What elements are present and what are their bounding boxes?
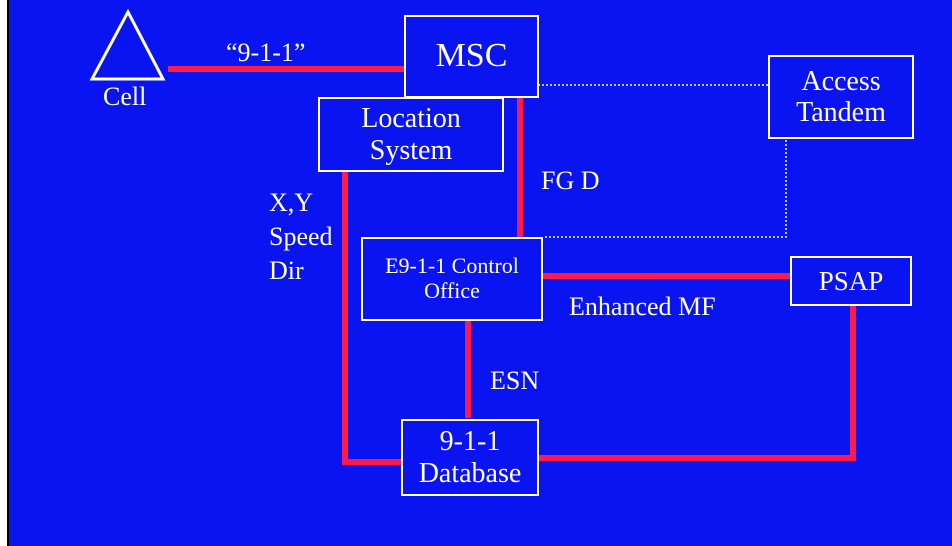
access-tandem-node: Access Tandem [768,55,914,139]
trunk-lines [168,66,856,465]
trunk-location-system-database [342,170,401,465]
database-line2: Database [418,457,522,489]
control-office-line1: E9-1-1 Control [385,253,519,279]
access-tandem-line1: Access [801,65,881,97]
database-line1: 9-1-1 [439,426,501,458]
cell-label: Cell [103,82,147,111]
msc-node: MSC [404,15,539,98]
location-system-node: Location System [318,97,504,172]
link-label-enhanced-mf: Enhanced MF [569,292,716,321]
msc-label: MSC [435,37,508,75]
location-data-xy: X,Y [269,188,314,217]
psap-label: PSAP [818,265,884,296]
psap-node: PSAP [790,256,912,306]
location-data-speed: Speed [269,221,333,251]
cell-tower-triangle-icon [89,8,166,81]
link-label-cell-msc: “9-1-1” [226,38,306,67]
access-tandem-line2: Tandem [796,97,886,128]
location-system-line1: Location [361,103,461,135]
trunk-database-psap [539,306,856,461]
e911-control-office-node: E9-1-1 Control Office [361,237,543,321]
location-system-line2: System [369,134,453,166]
control-office-line2: Office [424,278,480,303]
database-911-node: 9-1-1 Database [401,419,539,496]
dotted-link-access-tandem-control-office [543,140,787,238]
link-label-fg-d: FG D [541,166,600,195]
location-data-dir: Dir [269,255,304,285]
link-label-esn: ESN [490,366,540,395]
link-label-location-data: X,Y Speed Dir [269,186,333,287]
